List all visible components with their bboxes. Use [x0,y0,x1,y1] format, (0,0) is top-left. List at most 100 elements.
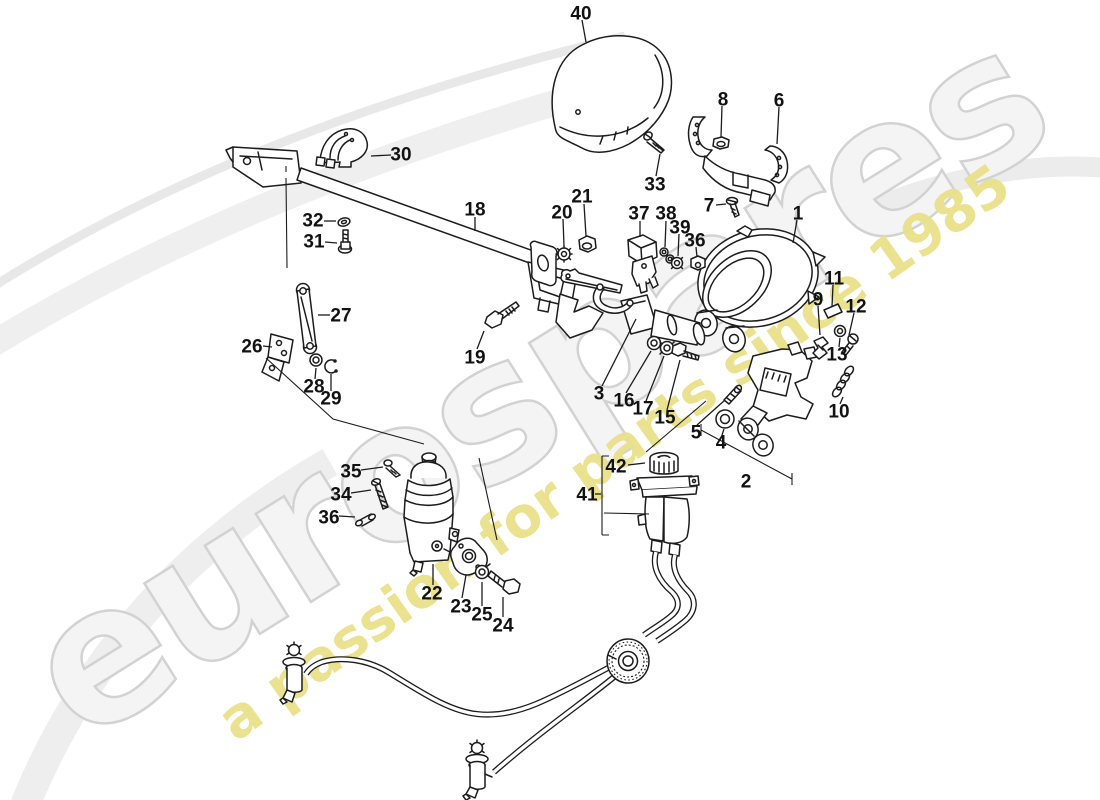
part-label-29: 29 [320,389,341,410]
leader-line-38 [664,220,667,248]
part-32-clip-art [337,217,351,227]
part-label-20: 20 [551,203,572,224]
part-label-36: 36 [684,231,705,252]
leader-line-6 [776,106,780,145]
part-label-26: 26 [241,337,262,358]
part-5-stud-art [723,384,743,405]
part-label-41: 41 [576,485,598,506]
part-label-1: 1 [793,204,804,225]
leader-line-5 [696,399,726,426]
leader-line-3 [601,318,637,387]
part-9-clamp-art [812,336,829,360]
part-37-bracket-art [627,234,659,294]
part-17-washer-art [659,340,675,356]
leader-line-21 [583,203,587,237]
part-23-gasket-art [450,537,488,576]
leader-line-26 [262,345,273,348]
part-label-32: 32 [302,211,323,232]
part-11-plate-art [823,303,843,319]
watermark-swoosh [0,31,1100,800]
part-20-washer-art [555,245,573,263]
leader-line-16 [625,350,652,394]
leader-line-42 [627,462,646,466]
part-label-38: 38 [655,204,676,225]
nozzle-bottom-art [462,739,493,800]
leader-line-31 [324,241,338,244]
part-1-headlight-ring-art [694,225,826,353]
leader-line-15 [666,359,681,411]
leader-line-1 [792,219,798,244]
part-26-bracket-art [261,333,294,382]
part-label-16: 16 [613,391,634,412]
part-31-screw-art [337,229,353,254]
leader-line-4 [721,428,725,436]
part-label-25: 25 [471,605,493,626]
part-label-11: 11 [824,269,845,290]
leader-line-12 [848,312,855,336]
part-label-33: 33 [644,175,665,196]
part-label-18: 18 [464,200,485,221]
part-label-7: 7 [704,196,715,217]
part-7-screw-art [725,196,740,218]
part-16-washer-art [646,335,662,351]
part-25-washer-art [474,563,491,580]
part-label-2: 2 [741,472,752,493]
leader-line-39 [677,233,680,257]
part-13-washer-art [833,324,847,338]
part-label-17: 17 [632,399,653,420]
part-36b-stud-art [354,513,377,527]
part-24-bolt-art [487,570,521,595]
part-label-5: 5 [691,423,702,444]
leader-line-7 [715,203,727,206]
part-label-10: 10 [828,402,849,423]
part-28-washer-art [309,353,323,367]
part-label-22: 22 [421,584,442,605]
leader-line-33 [655,153,661,177]
part-33-screw-art [643,131,665,154]
leader-line-36 [695,246,698,258]
leader-line-30 [370,154,392,157]
part-label-35: 35 [340,462,362,483]
leader-line-20 [562,218,565,247]
part-label-30: 30 [390,145,411,166]
nozzle-left-art [279,641,306,705]
part-label-42: 42 [605,457,626,478]
part-label-37: 37 [628,204,649,225]
part-19-bolt-art [484,301,520,329]
part-label-39: 39 [669,218,690,239]
part-label-8: 8 [718,90,729,111]
part-label-27: 27 [330,306,351,327]
leader-line-40 [581,19,587,43]
part-41-42-washer-pump-art [629,451,700,557]
part-34-screw-art [370,478,389,510]
part-8-nut-art [712,136,730,150]
part-12-screw-art [841,333,859,356]
part-label-19: 19 [464,348,485,369]
part-label-40: 40 [570,4,591,25]
part-40-headlight-cover-art [551,35,673,153]
slat-and-hook-art [560,268,634,314]
part-10-spring-art [831,365,855,398]
leader-line-9 [817,305,821,336]
annotation-lines [265,166,793,541]
part-21-nut-art [578,235,597,253]
part-15-bolt-art [671,342,700,361]
part-39-washer-art [670,256,684,270]
leader-line-36 [338,515,356,518]
part-label-34: 34 [330,485,352,506]
part-4-ring-art [715,409,735,429]
part-27-link-art [295,282,318,355]
part-30-bracket-art [315,128,369,169]
part-label-4: 4 [716,433,727,454]
part-label-31: 31 [303,232,325,253]
part-label-9: 9 [813,290,824,311]
part-label-6: 6 [774,91,785,112]
side-plate-art [529,240,558,287]
leader-line-23 [461,574,467,599]
part-label-36: 36 [318,508,339,529]
part-35-screw-art [383,459,401,478]
part-36-nut-art [690,255,706,271]
